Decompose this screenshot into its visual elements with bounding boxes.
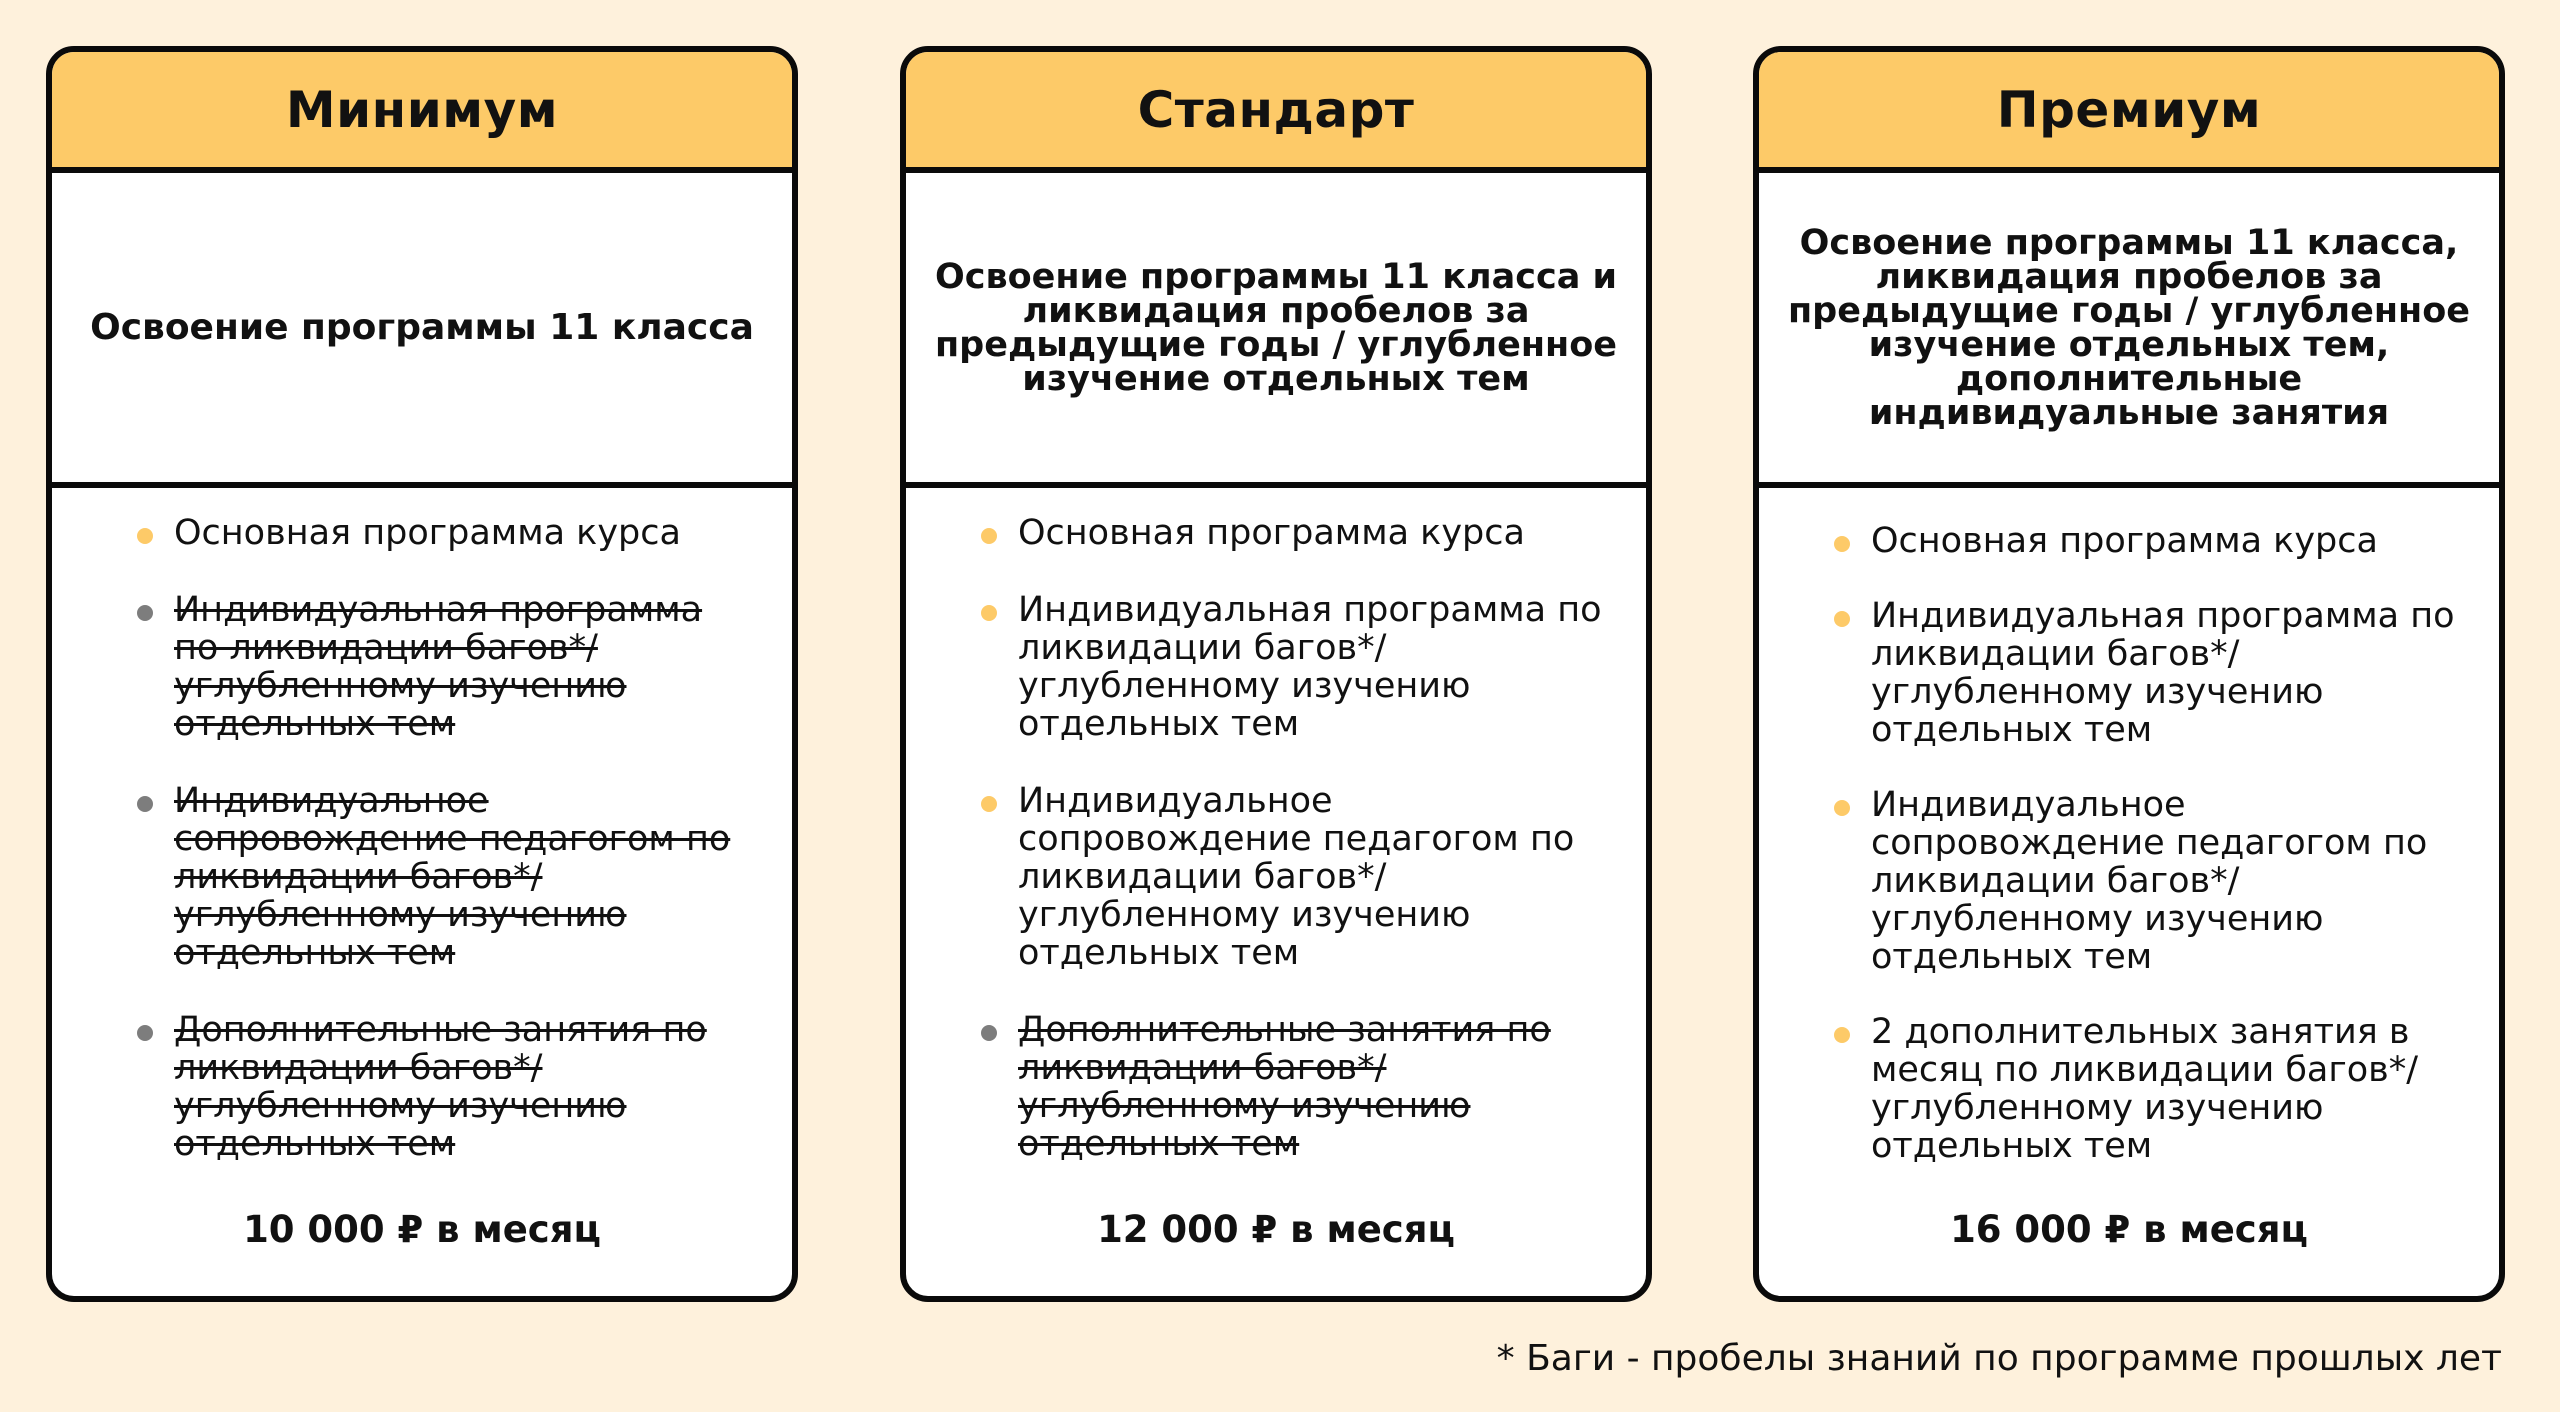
feature-list: Основная программа курса Индивидуальная …: [1759, 522, 2499, 1202]
feature-list: Основная программа курса Индивидуальная …: [52, 514, 792, 1202]
plan-description: Освоение программы 11 класса и ликвидаци…: [906, 173, 1646, 488]
bullet-icon: [137, 796, 153, 812]
bullet-icon: [981, 796, 997, 812]
feature-text: Дополнительные занятия по ликвидации баг…: [174, 1010, 707, 1164]
feature-text: Индивидуальная программа по ликвидации б…: [174, 590, 703, 744]
feature-text: Основная программа курса: [1871, 521, 2378, 561]
feature-item: Индивидуальное сопровождение педагогом п…: [1759, 786, 2499, 976]
feature-text: Индивидуальная программа по ликвидации б…: [1018, 590, 1602, 744]
feature-item: Индивидуальное сопровождение педагогом п…: [906, 782, 1646, 972]
plan-description: Освоение программы 11 класса: [52, 173, 792, 488]
plan-title: Премиум: [1759, 52, 2499, 173]
bullet-icon: [981, 1025, 997, 1041]
plan-card-standard: Стандарт Освоение программы 11 класса и …: [900, 46, 1652, 1302]
feature-text: Индивидуальное сопровождение педагогом п…: [174, 781, 731, 973]
bullet-icon: [981, 605, 997, 621]
plan-title: Минимум: [52, 52, 792, 173]
feature-text: Индивидуальное сопровождение педагогом п…: [1871, 785, 2428, 977]
bullet-icon: [1834, 611, 1850, 627]
feature-text: Основная программа курса: [1018, 513, 1525, 553]
feature-text: Индивидуальная программа по ликвидации б…: [1871, 596, 2455, 750]
feature-text: Основная программа курса: [174, 513, 681, 553]
plan-card-premium: Премиум Освоение программы 11 класса, ли…: [1753, 46, 2505, 1302]
footnote: * Баги - пробелы знаний по программе про…: [1496, 1338, 2502, 1379]
feature-item: Индивидуальная программа по ликвидации б…: [52, 591, 792, 743]
bullet-icon: [1834, 800, 1850, 816]
feature-item: Индивидуальная программа по ликвидации б…: [1759, 597, 2499, 749]
bullet-icon: [137, 605, 153, 621]
feature-list: Основная программа курса Индивидуальная …: [906, 514, 1646, 1202]
plan-price: 16 000 ₽ в месяц: [1950, 1208, 2308, 1251]
bullet-icon: [137, 528, 153, 544]
feature-item: 2 дополнительных занятия в месяц по ликв…: [1759, 1013, 2499, 1165]
plan-title: Стандарт: [906, 52, 1646, 173]
feature-text: Дополнительные занятия по ликвидации баг…: [1018, 1010, 1551, 1164]
feature-item: Основная программа курса: [1759, 522, 2499, 560]
plan-description: Освоение программы 11 класса, ликвидация…: [1759, 173, 2499, 488]
feature-text: Индивидуальное сопровождение педагогом п…: [1018, 781, 1575, 973]
bullet-icon: [981, 528, 997, 544]
bullet-icon: [1834, 536, 1850, 552]
feature-item: Индивидуальное сопровождение педагогом п…: [52, 782, 792, 972]
bullet-icon: [1834, 1027, 1850, 1043]
feature-text: 2 дополнительных занятия в месяц по ликв…: [1871, 1012, 2419, 1166]
feature-item: Индивидуальная программа по ликвидации б…: [906, 591, 1646, 743]
feature-item: Основная программа курса: [52, 514, 792, 552]
plan-card-minimum: Минимум Освоение программы 11 класса Осн…: [46, 46, 798, 1302]
feature-item: Дополнительные занятия по ликвидации баг…: [906, 1011, 1646, 1163]
feature-item: Основная программа курса: [906, 514, 1646, 552]
bullet-icon: [137, 1025, 153, 1041]
plan-price: 10 000 ₽ в месяц: [243, 1208, 601, 1251]
feature-item: Дополнительные занятия по ликвидации баг…: [52, 1011, 792, 1163]
plan-price: 12 000 ₽ в месяц: [1097, 1208, 1455, 1251]
